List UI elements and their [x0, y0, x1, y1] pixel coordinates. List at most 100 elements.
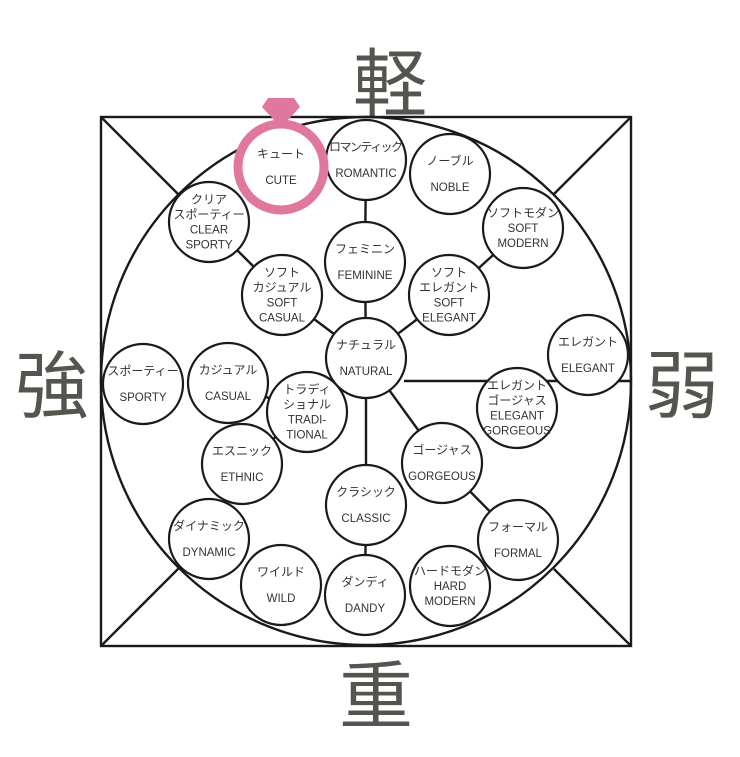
- node-circle: [323, 220, 407, 304]
- node-label-jp: スポーティー: [107, 364, 178, 378]
- node-circle: [408, 132, 492, 216]
- node-label-en: TIONAL: [286, 430, 328, 442]
- node-label-jp: ダンディ: [341, 574, 388, 589]
- node-label-jp: スポーティー: [173, 208, 244, 222]
- node-label-en: NOBLE: [431, 182, 470, 194]
- node-label-en: CASUAL: [205, 391, 252, 403]
- diagonal-top-left: [100, 116, 181, 197]
- node-label-en: SPORTY: [119, 392, 166, 404]
- node-label-en: SPORTY: [185, 240, 232, 252]
- node-formal: フォーマル FORMAL: [476, 498, 560, 582]
- node-label-en: DYNAMIC: [182, 547, 235, 559]
- node-label-jp: クリア: [191, 193, 227, 207]
- node-label-jp: フェミニン: [335, 242, 395, 256]
- node-gorgeous: ゴージャス GORGEOUS: [400, 421, 484, 505]
- node-label-en: WILD: [267, 593, 296, 605]
- node-label-en: ELEGANT: [490, 411, 544, 423]
- node-circle: [324, 118, 408, 202]
- node-label-jp: カジュアル: [253, 281, 312, 295]
- node-circle: [324, 316, 408, 400]
- node-label-en: ROMANTIC: [335, 168, 396, 180]
- node-label-en: TRADI-: [288, 415, 327, 427]
- node-label-jp: ハードモダン: [414, 563, 486, 578]
- node-circle: [324, 463, 408, 547]
- diagonal-bottom-left: [100, 566, 181, 647]
- node-label-en: SOFT: [508, 223, 539, 235]
- node-label-en: ETHNIC: [221, 472, 264, 484]
- node-circle: [408, 544, 492, 628]
- node-dandy: ダンディ DANDY: [323, 553, 407, 637]
- node-label-en: CLEAR: [190, 225, 228, 237]
- node-label-jp: ゴージャス: [412, 442, 471, 457]
- node-circle: [481, 186, 565, 270]
- node-circle: [239, 543, 323, 627]
- node-label-jp: ダイナミック: [173, 518, 245, 533]
- node-label-jp: キュート: [257, 147, 305, 161]
- node-label-jp: ソフト: [264, 266, 300, 280]
- node-label-en: DANDY: [345, 603, 386, 615]
- node-circle: [476, 498, 560, 582]
- node-label-jp: ロマンティック: [329, 140, 403, 154]
- node-circle: [323, 553, 407, 637]
- node-label-en: FORMAL: [494, 548, 543, 560]
- node-hard-modern: ハードモダン HARD MODERN: [408, 544, 492, 628]
- node-label-en: FEMININE: [338, 270, 393, 282]
- node-label-jp: エスニック: [212, 444, 272, 458]
- node-circle: [167, 180, 251, 264]
- node-label-jp: ショナル: [283, 398, 331, 412]
- node-dynamic: ダイナミック DYNAMIC: [167, 497, 251, 581]
- node-label-jp: フォーマル: [488, 520, 548, 534]
- node-label-en: SOFT: [267, 298, 298, 310]
- node-label-en: CUTE: [265, 175, 297, 187]
- axis-label-left: 強: [15, 344, 89, 430]
- node-label-jp: ノーブル: [426, 153, 473, 168]
- node-soft-modern: ソフトモダン SOFT MODERN: [481, 186, 565, 270]
- node-label-jp: ナチュラル: [336, 338, 396, 352]
- node-label-jp: ソフトモダン: [487, 205, 559, 220]
- node-label-en: SOFT: [434, 298, 465, 310]
- node-circle: [200, 422, 284, 506]
- node-circle: [101, 342, 185, 426]
- node-noble: ノーブル NOBLE: [408, 132, 492, 216]
- diagonal-top-right: [553, 116, 632, 195]
- node-classic: クラシック CLASSIC: [324, 463, 408, 547]
- node-label-jp: エレガント: [419, 281, 479, 295]
- node-label-jp: エレガント: [558, 335, 618, 349]
- axis-label-bottom: 重: [339, 654, 413, 740]
- node-casual: カジュアル CASUAL: [186, 341, 270, 425]
- node-natural: ナチュラル NATURAL: [324, 316, 408, 400]
- node-circle: [240, 253, 324, 337]
- node-circle: [400, 421, 484, 505]
- ring-icon: [233, 98, 329, 215]
- node-ethnic: エスニック ETHNIC: [200, 422, 284, 506]
- node-label-en: CASUAL: [259, 313, 306, 325]
- node-layer: キュートCUTEロマンティックROMANTICノーブルNOBLEクリアスポーティ…: [101, 118, 630, 637]
- node-label-jp: カジュアル: [199, 363, 258, 377]
- node-label-en: MODERN: [424, 596, 475, 608]
- node-label-en: GORGEOUS: [408, 471, 476, 483]
- node-circle: [407, 253, 491, 337]
- node-label-en: HARD: [434, 581, 467, 593]
- node-label-jp: エレガント: [487, 379, 547, 393]
- node-label-en: ELEGANT: [422, 313, 476, 325]
- node-label-en: CLASSIC: [341, 513, 390, 525]
- diagonal-bottom-right: [553, 568, 632, 647]
- node-label-jp: ワイルド: [257, 565, 305, 579]
- node-label-en: MODERN: [497, 238, 548, 250]
- node-circle: [186, 341, 270, 425]
- node-sporty: スポーティー SPORTY: [101, 342, 185, 426]
- node-label-jp: ゴージャス: [487, 393, 546, 408]
- node-circle: [265, 370, 349, 454]
- axis-label-right: 弱: [645, 344, 719, 430]
- node-label-jp: クラシック: [336, 485, 396, 499]
- node-circle: [546, 313, 630, 397]
- node-label-en: NATURAL: [340, 366, 393, 378]
- node-label-jp: ソフト: [431, 266, 467, 280]
